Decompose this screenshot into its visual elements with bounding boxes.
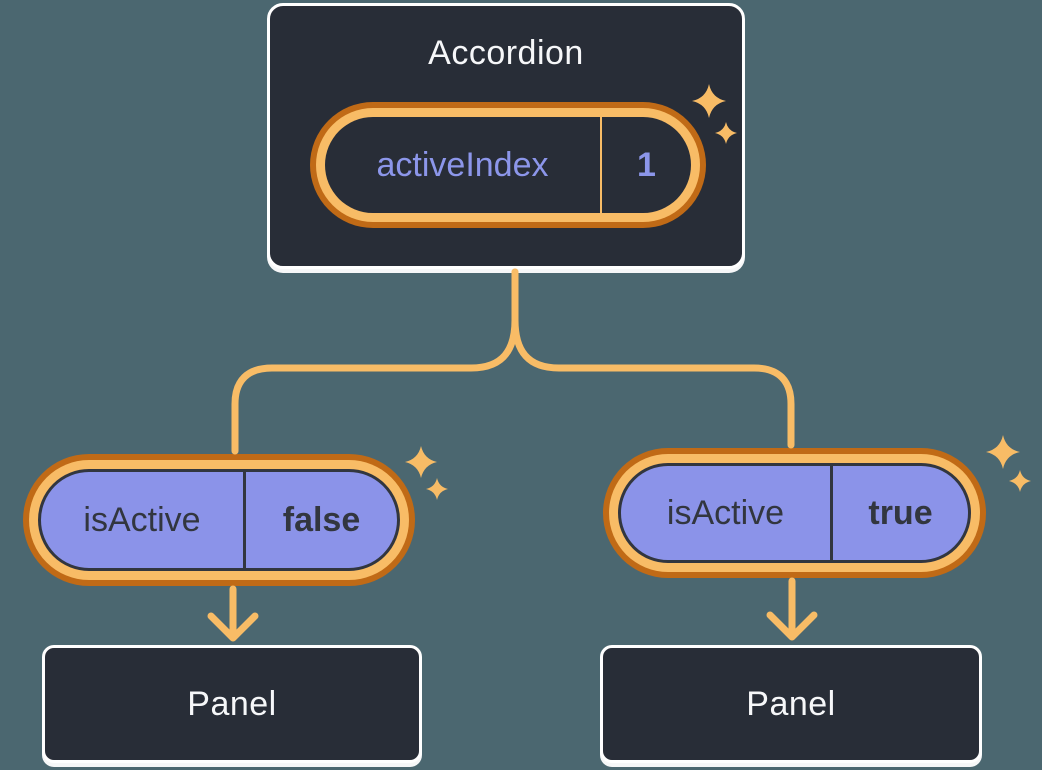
prop-value-label: false [282, 500, 361, 539]
state-value-label: 1 [637, 145, 656, 184]
sparkle-icon [986, 435, 1020, 469]
state-name-label: activeIndex [376, 145, 549, 184]
sparkle-icon [405, 446, 437, 478]
connector-right-branch [511, 268, 795, 449]
prop-pill-highlight-ring: isActive true [609, 454, 980, 572]
prop-pill-divider [830, 466, 833, 560]
accordion-title: Accordion [428, 34, 584, 72]
accordion-component-box: Accordion activeIndex 1 [267, 3, 745, 269]
is-active-pill-right: isActive true [603, 448, 986, 578]
prop-pill-divider [243, 472, 246, 568]
prop-pill-highlight-ring: isActive false [29, 460, 409, 580]
state-pill-divider [600, 117, 602, 213]
prop-name-label: isActive [83, 500, 201, 539]
panel-box-right: Panel [600, 645, 982, 763]
panel-label: Panel [187, 684, 277, 723]
sparkle-icon [1009, 470, 1031, 492]
sparkles-left-pill [405, 446, 448, 500]
arrow-left-head [207, 612, 259, 642]
state-pill-highlight-ring: activeIndex 1 [316, 108, 700, 222]
is-active-pill-left: isActive false [23, 454, 415, 586]
sparkle-icon [426, 478, 448, 500]
panel-box-left: Panel [42, 645, 422, 763]
prop-value-label: true [868, 493, 933, 532]
prop-name-label: isActive [666, 493, 785, 532]
sparkles-right-pill [986, 435, 1031, 492]
active-index-state-pill: activeIndex 1 [310, 102, 706, 228]
arrow-right-head [766, 611, 818, 641]
panel-label: Panel [746, 684, 836, 723]
connector-left-branch [231, 268, 519, 455]
